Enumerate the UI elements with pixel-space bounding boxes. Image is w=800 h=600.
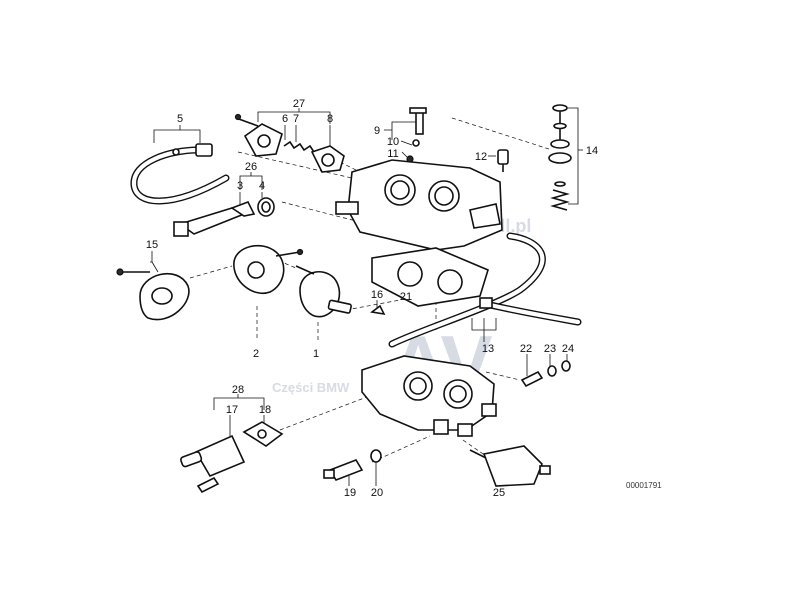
callout-25: 25 <box>493 487 505 499</box>
callout-15: 15 <box>146 239 158 251</box>
part-10-washer <box>412 139 420 147</box>
callout-numbers: 1 2 3 4 5 6 7 8 9 10 11 12 13 14 15 16 1… <box>146 98 598 499</box>
leader-lines <box>150 107 583 486</box>
callout-28: 28 <box>232 384 244 396</box>
callout-24: 24 <box>562 343 574 355</box>
part-20-washer <box>370 449 382 463</box>
callout-2: 2 <box>253 348 259 360</box>
part-9-lever <box>409 107 427 135</box>
callout-9: 9 <box>374 125 380 137</box>
callout-13: 13 <box>482 343 494 355</box>
part-2-choke-housing <box>233 244 304 295</box>
part-13-hoses <box>388 232 582 348</box>
part-16-clip <box>370 304 386 316</box>
part-3-shaft <box>173 200 256 237</box>
part-22-jet <box>520 370 544 388</box>
callout-18: 18 <box>259 404 271 416</box>
callout-5: 5 <box>177 113 183 125</box>
callout-22: 22 <box>520 343 532 355</box>
part-4-sleeve <box>257 197 275 217</box>
watermark-caption: Części BMW <box>272 380 350 395</box>
part-17-valve <box>180 434 246 494</box>
part-1-vacuum-unit <box>295 265 352 318</box>
carburetor-top-body <box>335 159 503 251</box>
part-11-screw <box>406 155 414 163</box>
part-6-flange <box>234 113 283 157</box>
part-15-pulldown <box>116 268 190 321</box>
callout-6: 6 <box>282 113 288 125</box>
part-23-washer <box>547 365 557 377</box>
callout-10: 10 <box>387 136 399 148</box>
diagram-code: 00001791 <box>626 481 662 490</box>
callout-4: 4 <box>259 180 265 192</box>
callout-20: 20 <box>371 487 383 499</box>
carburetor-base-body <box>361 355 497 437</box>
part-8-cover <box>310 145 345 173</box>
part-24-nut <box>561 360 571 372</box>
part-5-hose <box>130 143 230 205</box>
callout-17: 17 <box>226 404 238 416</box>
callout-19: 19 <box>344 487 356 499</box>
callout-3: 3 <box>237 180 243 192</box>
callout-11: 11 <box>387 148 398 160</box>
callout-12: 12 <box>475 151 487 163</box>
callout-16: 16 <box>371 289 383 301</box>
callout-7: 7 <box>293 113 299 125</box>
callout-26: 26 <box>245 161 257 173</box>
callout-23: 23 <box>544 343 556 355</box>
part-21-gasket <box>371 247 489 307</box>
part-7-spring <box>283 140 315 153</box>
callout-21: 21 <box>400 291 412 303</box>
part-19-sensor <box>323 459 364 481</box>
part-18-gasket <box>242 421 284 447</box>
callout-27: 27 <box>293 98 305 110</box>
part-25-solenoid <box>469 445 551 487</box>
callout-8: 8 <box>327 113 333 125</box>
callout-1: 1 <box>313 348 319 360</box>
part-14-accelerator-pump <box>548 104 572 211</box>
part-12-nozzle <box>497 149 509 172</box>
assembly-lines <box>189 117 553 463</box>
callout-14: 14 <box>586 145 598 157</box>
